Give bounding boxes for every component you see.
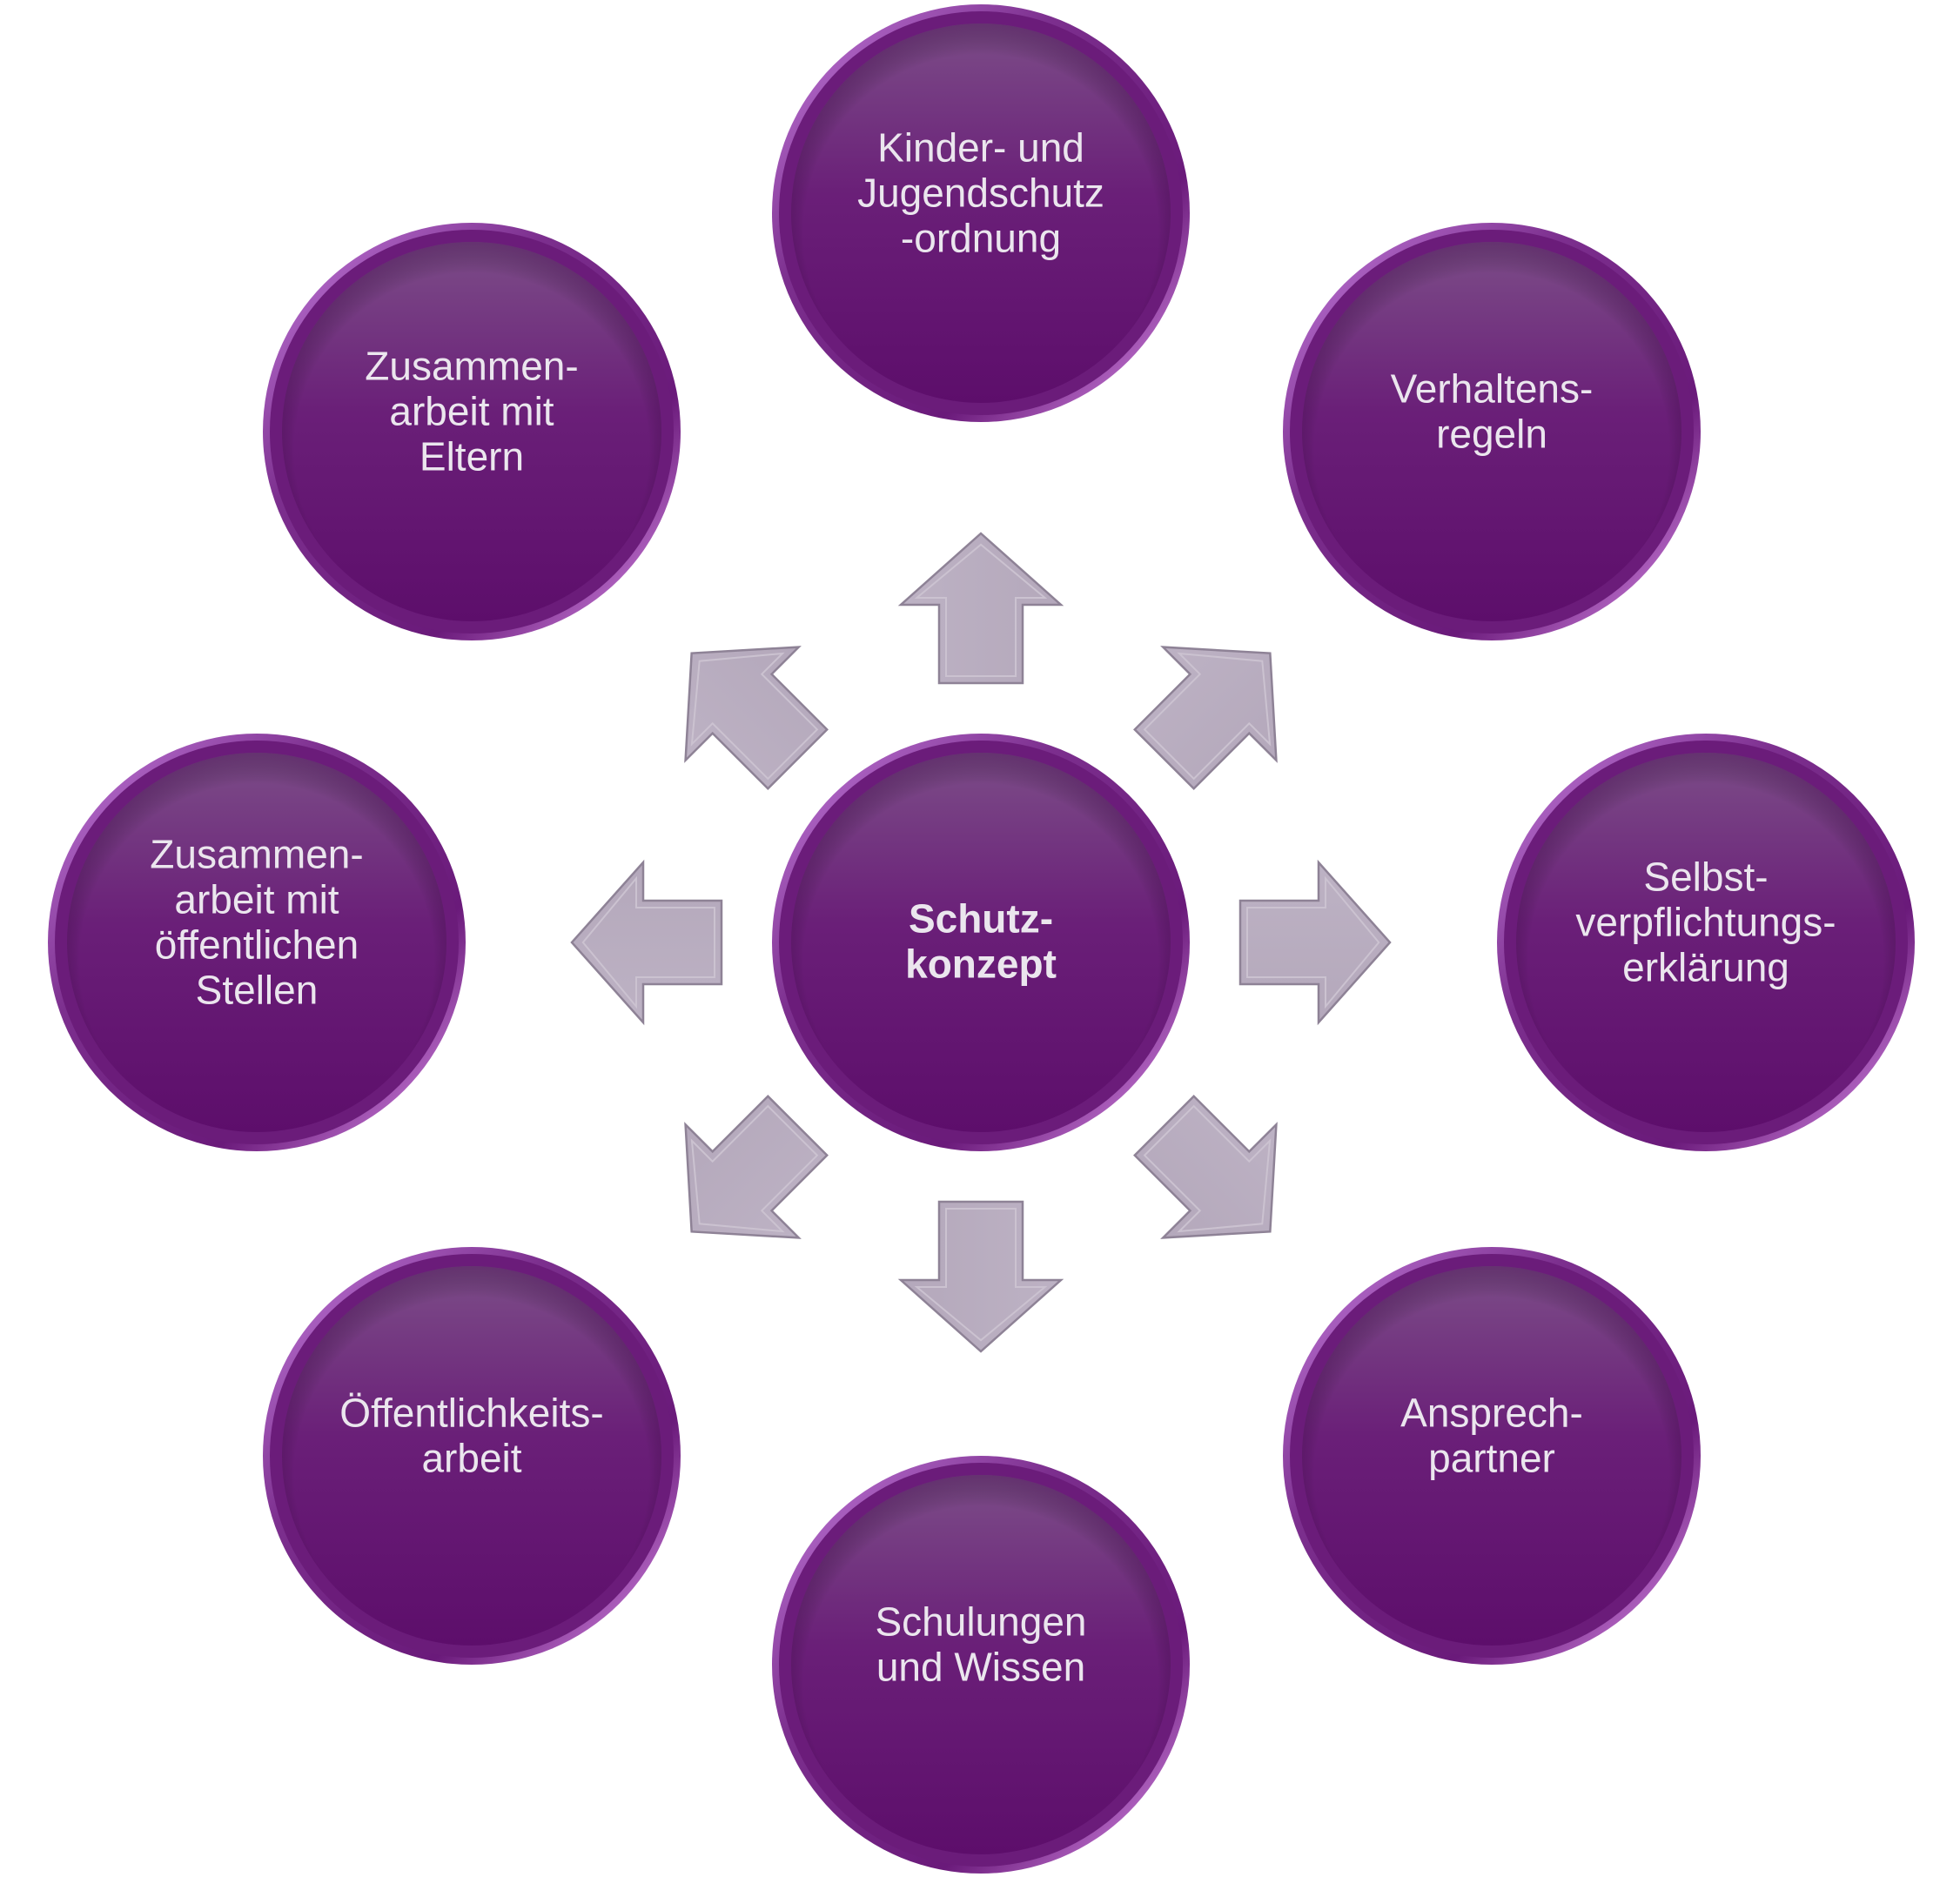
arrow-up-right-icon-bevel xyxy=(1143,652,1272,781)
center-node-schutzkonzept-label-line: konzept xyxy=(905,942,1057,987)
arrow-right-icon xyxy=(1238,859,1392,1026)
node-zusammenarbeit-eltern-label-line: Eltern xyxy=(420,434,524,479)
node-selbstverpflichtungserklaerung-label-line: Selbst- xyxy=(1643,855,1768,900)
node-verhaltensregeln-label-line: regeln xyxy=(1436,412,1547,457)
arrow-right-icon-body xyxy=(1238,859,1392,1026)
center-node-schutzkonzept-label: Schutz-konzept xyxy=(905,896,1057,987)
arrow-down-right-icon xyxy=(1133,1095,1278,1239)
node-schulungen-wissen-label-line: und Wissen xyxy=(876,1645,1085,1690)
center-node-schutzkonzept-shade xyxy=(791,753,1171,1132)
node-verhaltensregeln: Verhaltens-regeln xyxy=(1283,223,1701,640)
node-oeffentlichkeitsarbeit-shade xyxy=(282,1266,661,1646)
arrow-down-left-icon xyxy=(684,1095,829,1239)
arrow-up-icon xyxy=(897,532,1064,685)
node-zusammenarbeit-eltern-label-line: Zusammen- xyxy=(365,344,578,389)
node-kinder-jugendschutzordnung-label-line: -ordnung xyxy=(901,216,1061,261)
arrow-down-icon-body xyxy=(897,1200,1064,1353)
node-selbstverpflichtungserklaerung-label-line: erklärung xyxy=(1622,945,1789,990)
node-verhaltensregeln-label-line: Verhaltens- xyxy=(1391,366,1594,412)
center-node-schutzkonzept-label-line: Schutz- xyxy=(909,896,1053,942)
arrow-up-left-icon xyxy=(684,646,829,790)
node-oeffentlichkeitsarbeit-label: Öffentlichkeits-arbeit xyxy=(339,1391,603,1481)
node-kinder-jugendschutzordnung-label-line: Jugendschutz xyxy=(857,171,1104,216)
arrow-up-left-icon-bevel xyxy=(690,652,819,781)
node-ansprechpartner: Ansprech-partner xyxy=(1283,1247,1701,1665)
node-ansprechpartner-label-line: partner xyxy=(1428,1436,1555,1481)
node-zusammenarbeit-eltern-shade xyxy=(282,242,661,621)
node-ansprechpartner-label: Ansprech-partner xyxy=(1400,1391,1583,1481)
node-oeffentlichkeitsarbeit-label-line: Öffentlichkeits- xyxy=(339,1391,603,1436)
arrow-down-right-icon-bevel xyxy=(1143,1104,1272,1233)
arrow-right-icon-bevel xyxy=(1246,875,1380,1009)
arrow-up-left-icon-body xyxy=(684,646,829,790)
center-node-schutzkonzept: Schutz-konzept xyxy=(772,734,1190,1151)
node-ansprechpartner-label-line: Ansprech- xyxy=(1400,1391,1583,1436)
arrows-layer xyxy=(570,532,1392,1353)
node-selbstverpflichtungserklaerung: Selbst-verpflichtungs-erklärung xyxy=(1497,734,1915,1151)
arrow-up-icon-bevel xyxy=(914,543,1048,677)
node-zusammenarbeit-eltern-label-line: arbeit mit xyxy=(389,389,554,434)
node-zusammenarbeit-oeffentliche-stellen-label-line: öffentlichen xyxy=(155,922,359,968)
arrow-left-icon-body xyxy=(570,859,723,1026)
node-schulungen-wissen-shade xyxy=(791,1475,1171,1854)
arrow-up-right-icon-body xyxy=(1133,646,1278,790)
arrow-left-icon-bevel xyxy=(581,875,715,1009)
node-oeffentlichkeitsarbeit-label-line: arbeit xyxy=(421,1436,521,1481)
node-zusammenarbeit-oeffentliche-stellen-shade xyxy=(67,753,446,1132)
arrow-down-icon-bevel xyxy=(914,1208,1048,1342)
arrow-up-icon-body xyxy=(897,532,1064,685)
node-zusammenarbeit-oeffentliche-stellen-label-line: Zusammen- xyxy=(150,832,363,877)
node-ansprechpartner-shade xyxy=(1302,1266,1681,1646)
node-selbstverpflichtungserklaerung-shade xyxy=(1516,753,1896,1132)
node-verhaltensregeln-shade xyxy=(1302,242,1681,621)
node-verhaltensregeln-label: Verhaltens-regeln xyxy=(1391,366,1594,457)
arrow-down-right-icon-body xyxy=(1133,1095,1278,1239)
node-kinder-jugendschutzordnung-shade xyxy=(791,23,1171,403)
node-selbstverpflichtungserklaerung-label-line: verpflichtungs- xyxy=(1575,900,1836,945)
node-selbstverpflichtungserklaerung-label: Selbst-verpflichtungs-erklärung xyxy=(1575,855,1836,990)
arrow-up-right-icon xyxy=(1133,646,1278,790)
node-zusammenarbeit-oeffentliche-stellen-label-line: arbeit mit xyxy=(174,877,339,922)
arrow-down-left-icon-bevel xyxy=(690,1104,819,1233)
arrow-left-icon xyxy=(570,859,723,1026)
arrow-down-left-icon-body xyxy=(684,1095,829,1239)
node-schulungen-wissen-label-line: Schulungen xyxy=(876,1599,1087,1645)
arrow-down-icon xyxy=(897,1200,1064,1353)
node-kinder-jugendschutzordnung-label-line: Kinder- und xyxy=(877,125,1084,171)
node-oeffentlichkeitsarbeit: Öffentlichkeits-arbeit xyxy=(263,1247,681,1665)
node-zusammenarbeit-oeffentliche-stellen-label-line: Stellen xyxy=(196,968,319,1013)
